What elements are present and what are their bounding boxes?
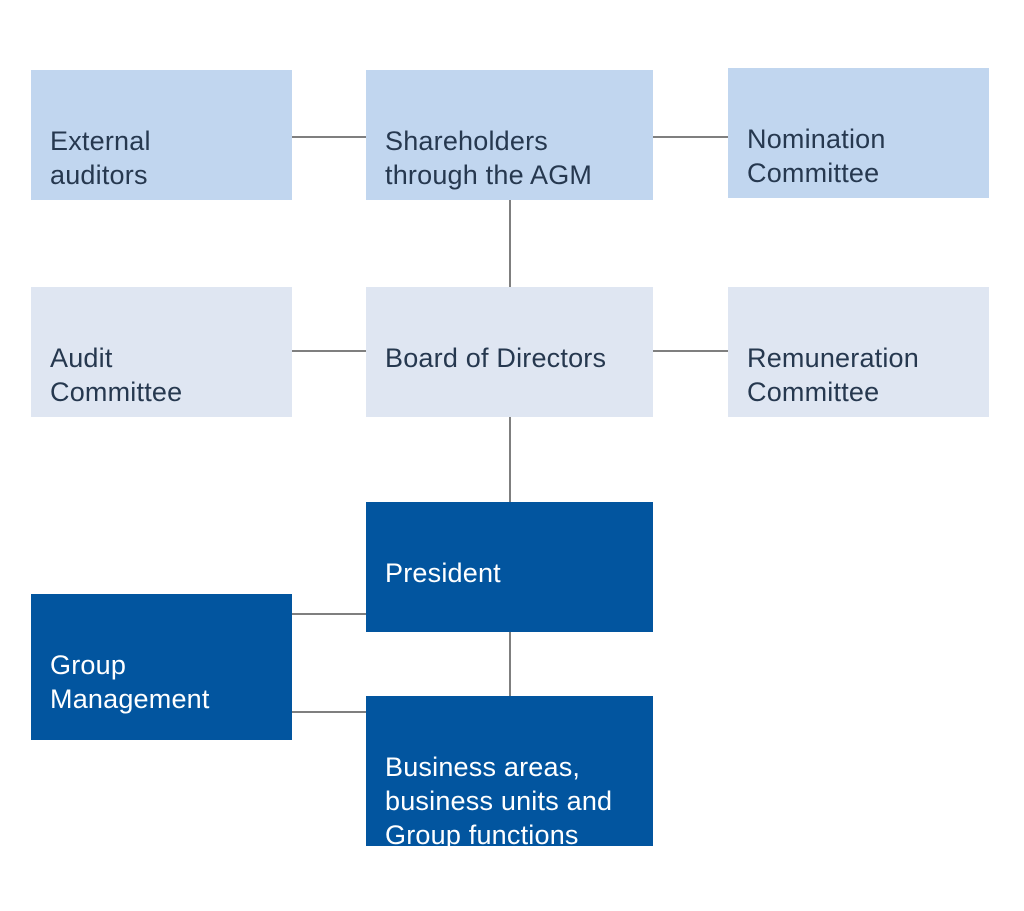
group-management-box: Group Management — [31, 594, 292, 740]
shareholders-label: Shareholders through the AGM — [385, 126, 593, 190]
remuneration-committee-box: Remuneration Committee — [728, 287, 989, 417]
shareholders-box: Shareholders through the AGM — [366, 70, 653, 200]
audit-committee-box: Audit Committee — [31, 287, 292, 417]
remuneration-committee-label: Remuneration Committee — [747, 343, 919, 407]
business-areas-label: Business areas, business units and Group… — [385, 752, 613, 850]
external-auditors-box: External auditors — [31, 70, 292, 200]
audit-committee-label: Audit Committee — [50, 343, 183, 407]
president-label: President — [385, 558, 501, 588]
nomination-committee-box: Nomination Committee — [728, 68, 989, 198]
board-of-directors-label: Board of Directors — [385, 343, 607, 373]
group-management-label: Group Management — [50, 650, 210, 714]
board-of-directors-box: Board of Directors — [366, 287, 653, 417]
external-auditors-label: External auditors — [50, 126, 151, 190]
nomination-committee-label: Nomination Committee — [747, 124, 886, 188]
president-box: President — [366, 502, 653, 632]
business-areas-box: Business areas, business units and Group… — [366, 696, 653, 850]
